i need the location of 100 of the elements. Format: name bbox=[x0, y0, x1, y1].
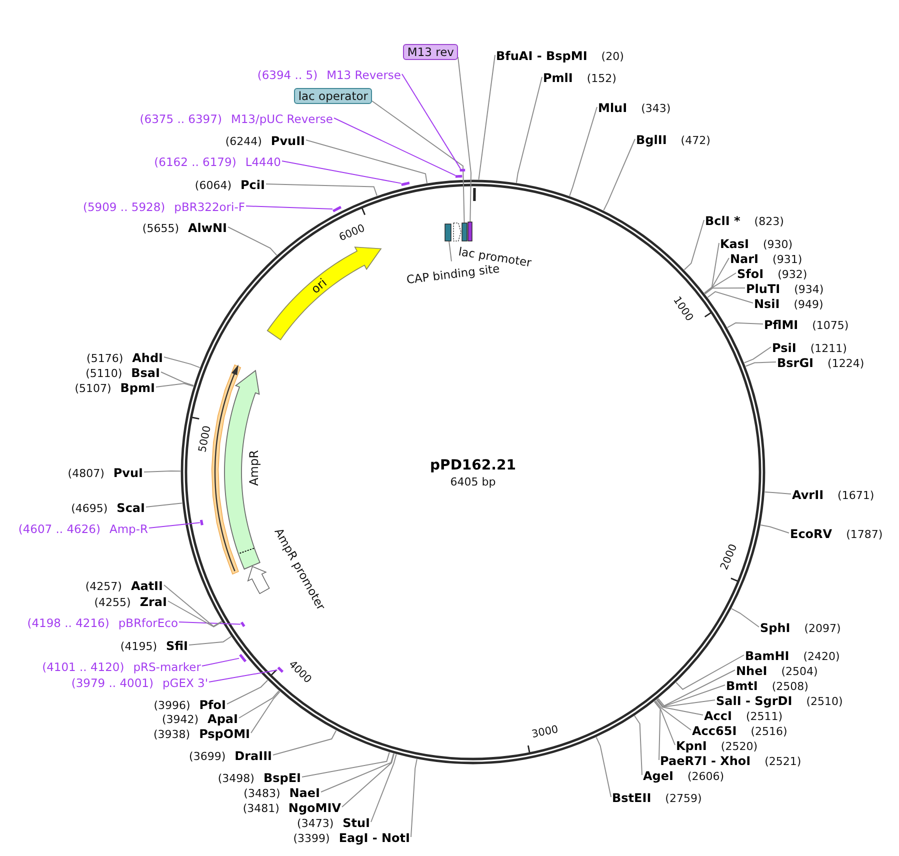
enzyme-name: PciI bbox=[240, 178, 265, 192]
cut-site-position: (932) bbox=[778, 268, 808, 281]
enzyme-name: PsiI bbox=[772, 341, 796, 355]
enzyme-name: BclI * bbox=[705, 214, 740, 228]
primer-site-mark bbox=[455, 174, 462, 178]
leader-line bbox=[342, 753, 395, 808]
leader-line bbox=[238, 690, 280, 718]
leader-line bbox=[569, 106, 598, 196]
feature-label: ori bbox=[308, 276, 330, 296]
leader-line bbox=[148, 522, 200, 528]
primer-site-mark bbox=[277, 666, 284, 673]
leader-line bbox=[188, 636, 232, 646]
primer-range: (4101 .. 4120) bbox=[42, 660, 124, 674]
cut-site-position: (1211) bbox=[810, 342, 847, 355]
leader-line bbox=[704, 242, 720, 294]
leader-line bbox=[458, 56, 472, 222]
primer-range: (5909 .. 5928) bbox=[83, 200, 166, 214]
cut-site-position: (5655) bbox=[142, 222, 179, 235]
enzyme-name: PfoI bbox=[199, 698, 226, 712]
cut-site-position: (949) bbox=[794, 298, 824, 311]
cut-site-position: (3699) bbox=[189, 750, 226, 763]
enzyme-name: BpmI bbox=[120, 381, 155, 395]
feature-block bbox=[462, 222, 468, 242]
enzyme-name: EagI - NotI bbox=[338, 831, 410, 845]
cut-site-position: (6064) bbox=[194, 179, 232, 192]
cut-site-position: (1075) bbox=[812, 319, 849, 332]
promoter-symbol bbox=[247, 566, 270, 594]
enzyme-name: AvrII bbox=[792, 488, 824, 502]
enzyme-name: SfiI bbox=[166, 639, 188, 653]
leader-line bbox=[228, 226, 278, 256]
cut-site-position: (1787) bbox=[846, 528, 883, 541]
leader-line bbox=[164, 584, 222, 627]
leader-line bbox=[266, 184, 378, 196]
enzyme-name: ScaI bbox=[116, 501, 145, 515]
feature-segment bbox=[266, 246, 382, 341]
promoter-symbol bbox=[453, 222, 462, 242]
cut-site-position: (5176) bbox=[86, 352, 124, 365]
primer-name: pRS-marker bbox=[133, 660, 201, 674]
enzyme-name: KasI bbox=[720, 237, 750, 251]
cut-site-position: (931) bbox=[772, 253, 802, 266]
cut-site-position: (2606) bbox=[687, 770, 724, 783]
cut-site-position: (3481) bbox=[242, 802, 280, 815]
cut-site-position: (3399) bbox=[293, 832, 330, 845]
cut-site-position: (2508) bbox=[772, 680, 808, 693]
leader-line bbox=[250, 691, 280, 734]
leader-line bbox=[272, 730, 337, 756]
cut-site-position: (343) bbox=[641, 102, 671, 115]
leader-line bbox=[146, 502, 183, 508]
enzyme-name: DraIII bbox=[234, 749, 272, 763]
cut-site-position: (823) bbox=[754, 215, 784, 228]
leader-line bbox=[160, 372, 194, 386]
leader-line bbox=[334, 118, 456, 176]
enzyme-name: PflMI bbox=[764, 318, 798, 332]
cut-site-position: (3942) bbox=[162, 713, 199, 726]
leader-line bbox=[654, 700, 676, 746]
enzyme-name: BsaI bbox=[131, 366, 160, 380]
plasmid-size: 6405 bp bbox=[450, 476, 496, 488]
primer-range: (6375 .. 6397) bbox=[140, 112, 222, 126]
leader-line bbox=[178, 622, 241, 625]
cut-site-position: (4257) bbox=[85, 580, 122, 593]
cut-site-position: (4695) bbox=[71, 502, 108, 515]
feature-block bbox=[468, 222, 472, 242]
enzyme-name: MluI bbox=[598, 101, 628, 115]
cut-site-position: (2097) bbox=[804, 622, 841, 635]
leader-line bbox=[516, 76, 542, 184]
cut-site-position: (2511) bbox=[746, 710, 783, 723]
primer-site-mark bbox=[460, 168, 466, 172]
leader-line bbox=[654, 701, 661, 760]
cut-site-position: (4195) bbox=[120, 640, 157, 653]
cut-site-position: (2521) bbox=[764, 755, 802, 768]
enzyme-name: PvuII bbox=[270, 134, 305, 148]
leader-line bbox=[656, 699, 704, 716]
scale-label: 2000 bbox=[718, 542, 740, 572]
enzyme-name: EcoRV bbox=[790, 527, 832, 541]
primer-site-mark bbox=[401, 182, 410, 186]
leader-line bbox=[603, 138, 636, 211]
cut-site-position: (4255) bbox=[94, 596, 131, 609]
enzyme-name: SalI - SgrDI bbox=[716, 694, 792, 708]
primer-range: (3979 .. 4001) bbox=[71, 676, 154, 690]
enzyme-name: AlwNI bbox=[188, 221, 227, 235]
primer-site-mark bbox=[200, 520, 204, 526]
leader-line bbox=[764, 492, 792, 494]
cut-site-position: (2516) bbox=[750, 725, 788, 738]
leader-line bbox=[202, 658, 240, 666]
leader-line bbox=[402, 74, 462, 170]
enzyme-name: BspEI bbox=[263, 771, 301, 785]
leader-line bbox=[306, 140, 428, 184]
leader-line bbox=[168, 600, 222, 628]
leader-line bbox=[370, 754, 397, 822]
enzyme-name: NgoMIV bbox=[288, 801, 341, 815]
leader-line bbox=[302, 752, 390, 778]
cut-site-position: (472) bbox=[680, 134, 710, 147]
leader-line bbox=[410, 758, 418, 838]
cut-site-position: (3938) bbox=[153, 728, 190, 741]
leader-line bbox=[656, 684, 726, 708]
enzyme-name: PspOMI bbox=[199, 727, 250, 741]
primer-name: pBRforEco bbox=[118, 616, 178, 630]
feature-tag: lac operator bbox=[294, 88, 372, 104]
feature-segment bbox=[223, 369, 261, 571]
cut-site-position: (1671) bbox=[838, 489, 874, 502]
